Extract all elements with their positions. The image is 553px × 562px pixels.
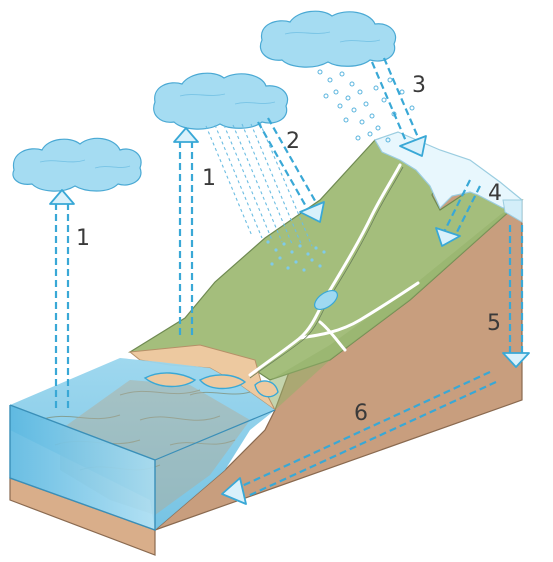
river bbox=[248, 163, 420, 377]
snow-cap-side bbox=[502, 199, 523, 223]
delta-islands bbox=[143, 372, 279, 398]
sea-front-face bbox=[10, 405, 155, 530]
cloud-right bbox=[259, 10, 397, 68]
arrowhead-rain bbox=[299, 201, 325, 223]
cloud-texture bbox=[39, 31, 381, 169]
sea-outline bbox=[9, 404, 156, 531]
arrowhead-groundwater bbox=[221, 477, 247, 505]
cloud-left bbox=[12, 137, 142, 192]
arrow-heads bbox=[49, 127, 530, 505]
arrowhead-infiltration bbox=[502, 352, 530, 368]
cloud-middle bbox=[153, 72, 289, 130]
label-snow: 3 bbox=[412, 73, 426, 98]
arrow-meltwater bbox=[443, 179, 481, 239]
arrow-snow bbox=[370, 57, 422, 147]
arrowhead-evaporation-sea bbox=[49, 189, 75, 205]
arrow-evaporation-sea bbox=[54, 202, 70, 408]
arrowhead-meltwater bbox=[435, 227, 461, 247]
arrow-rain bbox=[257, 117, 319, 211]
label-evaporation-land: 1 bbox=[202, 166, 216, 191]
arrow-groundwater bbox=[241, 371, 497, 497]
rain-splash bbox=[266, 240, 326, 272]
snowflakes bbox=[317, 69, 415, 143]
label-evaporation-sea: 1 bbox=[76, 226, 90, 251]
label-infiltration: 5 bbox=[487, 311, 501, 336]
sea-edge-line bbox=[154, 409, 276, 461]
arrowhead-snow bbox=[399, 135, 427, 157]
rain-streaks bbox=[205, 122, 313, 247]
label-rain: 2 bbox=[286, 129, 300, 154]
arrow-evaporation-land bbox=[178, 140, 194, 335]
mountain-slope bbox=[128, 139, 524, 381]
sea-top bbox=[10, 358, 275, 530]
mountain-front-edge bbox=[262, 200, 522, 410]
lake bbox=[314, 289, 338, 311]
label-groundwater: 6 bbox=[354, 401, 368, 426]
label-meltwater: 4 bbox=[488, 181, 502, 206]
arrowhead-evaporation-land bbox=[173, 127, 199, 143]
